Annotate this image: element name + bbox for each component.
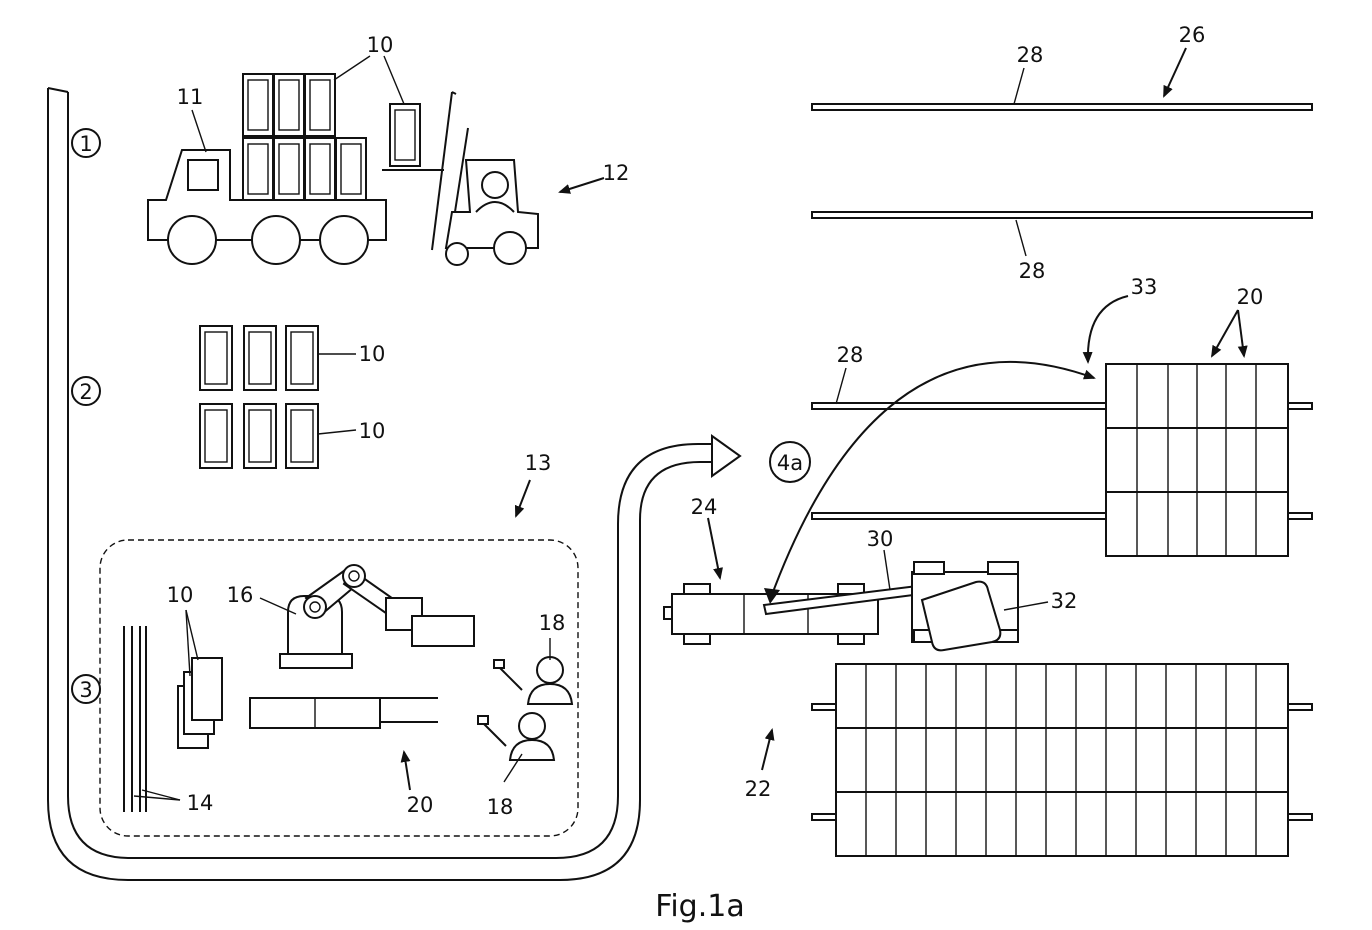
step-marker-4a: 4a [770,442,810,482]
installation-vehicle [664,562,1018,650]
svg-text:1: 1 [79,132,92,156]
svg-text:4a: 4a [777,451,803,475]
label-20-cell: 20 [407,793,434,817]
label-33: 33 [1131,275,1158,299]
panel-array-lower [812,664,1312,856]
label-30: 30 [867,527,894,551]
label-20-right: 20 [1237,285,1264,309]
svg-text:2: 2 [79,380,92,404]
label-10-mid-2: 10 [359,419,386,443]
figure-caption: Fig.1a [655,889,744,924]
label-32: 32 [1051,589,1078,613]
step-marker-2: 2 [72,377,100,405]
label-26: 26 [1179,23,1206,47]
label-16: 16 [227,583,254,607]
label-28-b: 28 [1019,259,1046,283]
panel-array-upper [1106,364,1288,556]
step-marker-1: 1 [72,129,100,157]
label-10-mid-1: 10 [359,342,386,366]
label-11: 11 [177,85,204,109]
step-marker-3: 3 [72,675,100,703]
flow-arrowhead [712,436,740,476]
label-18-b: 18 [487,795,514,819]
label-28-c: 28 [837,343,864,367]
label-10-cell: 10 [167,583,194,607]
label-14: 14 [187,791,214,815]
label-13: 13 [525,451,552,475]
label-12: 12 [603,161,630,185]
module-stock [200,326,318,468]
label-28-a: 28 [1017,43,1044,67]
label-10-top: 10 [367,33,394,57]
forklift-icon [382,92,538,265]
label-24: 24 [691,495,718,519]
label-22: 22 [745,777,772,801]
label-18-a: 18 [539,611,566,635]
svg-text:3: 3 [79,678,92,702]
